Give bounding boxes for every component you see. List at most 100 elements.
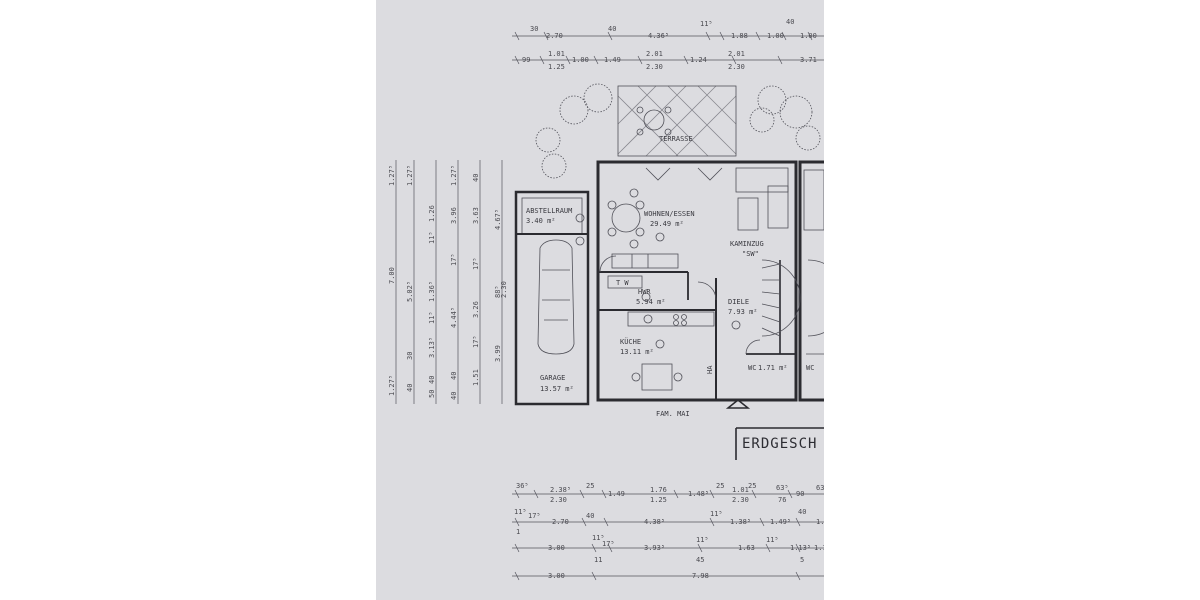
bottom-dim-37: 11 — [594, 556, 602, 564]
top-dim-15: 1.24 — [690, 56, 707, 64]
top-dim-8: 1.00 — [767, 32, 784, 40]
hwr-area: 5.94 m² — [636, 298, 666, 306]
hwr-label: HWR — [638, 288, 651, 296]
bottom-dim-2: 2.38⁵ — [550, 486, 571, 494]
bottom-dim-9: 25 — [748, 482, 756, 490]
top-dim-1: 30 — [530, 25, 538, 33]
garage-label: GARAGE — [540, 374, 565, 382]
bottom-dim-33: 1.63 — [738, 544, 755, 552]
abstellraum-area: 3.40 m² — [526, 217, 556, 225]
bottom-dim-25: 40 — [798, 508, 806, 516]
bottom-dim-6: 1.48⁵ — [688, 490, 709, 498]
terrace-label: TERRASSE — [659, 135, 693, 143]
left-dim-5: 5.02⁵ — [406, 281, 414, 302]
left-dim-29: 2.30 — [500, 281, 508, 298]
bottom-dimensions: 36⁵ 2.38⁵ 25 1.49 1.76 1.48⁵ 25 1.01 25 … — [512, 482, 824, 581]
bottom-dim-20: 40 — [586, 512, 594, 520]
kueche-label: KÜCHE — [620, 337, 641, 346]
bottom-dim-18: 17⁵ — [528, 512, 541, 520]
kitchen: KÜCHE 13.11 m² — [620, 311, 715, 391]
top-dim-11: 1.01 — [548, 50, 565, 58]
title-box: ERDGESCH — [735, 427, 824, 460]
left-dim-20: 40 — [450, 392, 458, 400]
bottom-dim-35: 1.13⁵ — [790, 544, 811, 552]
left-dim-23: 17⁵ — [472, 257, 480, 270]
left-dimension-labels: 1.27⁵ 7.00 1.27⁵ 1.27⁵ 5.02⁵ 30 40 11⁵ 1… — [388, 165, 508, 400]
bottom-dim-1: 36⁵ — [516, 482, 529, 490]
abstellraum-label: ABSTELLRAUM — [526, 207, 572, 215]
left-dim-3: 1.27⁵ — [388, 375, 396, 396]
kueche-area: 13.11 m² — [620, 348, 654, 356]
terrace: TERRASSE — [617, 85, 737, 157]
bottom-dim-19: 2.70 — [552, 518, 569, 526]
bottom-dim-26: 1. — [816, 518, 824, 526]
bottom-dim-14: 1.25 — [650, 496, 667, 504]
top-dim-9: 1.00 — [800, 32, 817, 40]
top-dim-13: 1.49 — [604, 56, 621, 64]
top-dim-3: 40 — [608, 25, 616, 33]
left-dim-19: 40 — [450, 372, 458, 380]
bottom-dim-30: 17⁵ — [602, 540, 615, 548]
bottom-dim-27: 1 — [516, 528, 520, 536]
top-dim-19: 2.30 — [646, 63, 663, 71]
left-dim-27: 4.67⁵ — [494, 209, 502, 230]
top-dim-20: 2.30 — [728, 63, 745, 71]
hall-stairs: DIELE 7.93 m² HA WC 1.71 m² WC — [706, 259, 814, 409]
garage: ABSTELLRAUM 3.40 m² GARAGE 13.57 m² — [514, 190, 590, 406]
left-dim-2: 7.00 — [388, 267, 396, 284]
top-dim-18: 1.25 — [548, 63, 565, 71]
bottom-dim-5: 1.76 — [650, 486, 667, 494]
living-dining: WOHNEN/ESSEN 29.49 m² KAMINZUG "SW" — [607, 167, 789, 269]
wc-area: 1.71 m² — [758, 364, 788, 372]
kaminzug-label: KAMINZUG — [730, 240, 764, 248]
ha-label: HA — [706, 365, 714, 374]
left-dim-13: 40 — [428, 376, 436, 384]
left-dim-14: 50 — [428, 390, 436, 398]
bottom-dim-7: 25 — [716, 482, 724, 490]
wc-label: WC — [748, 364, 756, 372]
bottom-dim-32: 11⁵ — [696, 536, 709, 544]
bottom-dim-31: 3.93⁵ — [644, 544, 665, 552]
bottom-dim-36: 1.1 — [814, 544, 824, 552]
bottom-dim-21: 4.38⁵ — [644, 518, 665, 526]
left-dim-18: 4.44⁵ — [450, 307, 458, 328]
top-dim-17: 3.71 — [800, 56, 817, 64]
bottom-dim-16: 76 — [778, 496, 786, 504]
bottom-dim-38: 45 — [696, 556, 704, 564]
diele-label: DIELE — [728, 298, 749, 306]
diele-area: 7.93 m² — [728, 308, 758, 316]
left-dim-28: 88⁵ — [494, 285, 502, 298]
floor-plan-sheet: 30 2.70 40 4.36⁵ 11⁵ 1.88 40 1.00 1.00 9… — [376, 0, 824, 600]
left-dimensions — [395, 160, 503, 404]
bottom-dim-29: 11⁵ — [592, 534, 605, 542]
house-walls — [596, 160, 824, 402]
top-dim-7: 40 — [786, 18, 794, 26]
bottom-dim-39: 5 — [800, 556, 804, 564]
bottom-dim-13: 2.30 — [550, 496, 567, 504]
top-dim-14: 2.01 — [646, 50, 663, 58]
left-dim-11: 11⁵ — [428, 311, 436, 324]
top-dim-5: 11⁵ — [700, 20, 713, 28]
neighbour-house — [803, 169, 824, 355]
garage-area: 13.57 m² — [540, 385, 574, 393]
left-dim-26: 1.51 — [472, 369, 480, 386]
left-dim-16: 3.96 — [450, 207, 458, 224]
top-dimensions: 30 2.70 40 4.36⁵ 11⁵ 1.88 40 1.00 1.00 9… — [512, 18, 824, 71]
bottom-dim-15: 2.30 — [732, 496, 749, 504]
left-dim-17: 17⁵ — [450, 253, 458, 266]
left-dim-21: 40 — [472, 174, 480, 182]
left-dim-15: 1.27⁵ — [450, 165, 458, 186]
bottom-dim-24: 1.49⁵ — [770, 518, 791, 526]
bottom-dim-23: 1.38⁵ — [730, 518, 751, 526]
top-dim-10: 99 — [522, 56, 530, 64]
left-dim-7: 40 — [406, 384, 414, 392]
left-dim-9: 1.26 — [428, 205, 436, 222]
plan-title: ERDGESCH — [742, 436, 817, 452]
floor-plan-drawing: 30 2.70 40 4.36⁵ 11⁵ 1.88 40 1.00 1.00 9… — [388, 18, 824, 581]
bottom-dim-41: 7.98 — [692, 572, 709, 580]
tw-label: T W — [616, 279, 629, 287]
kaminzug-note: "SW" — [742, 250, 759, 258]
left-dim-10: 1.36⁵ — [428, 281, 436, 302]
hwr-room: T W HWR 5.94 m² — [607, 275, 666, 306]
left-dim-25: 17⁵ — [472, 335, 480, 348]
